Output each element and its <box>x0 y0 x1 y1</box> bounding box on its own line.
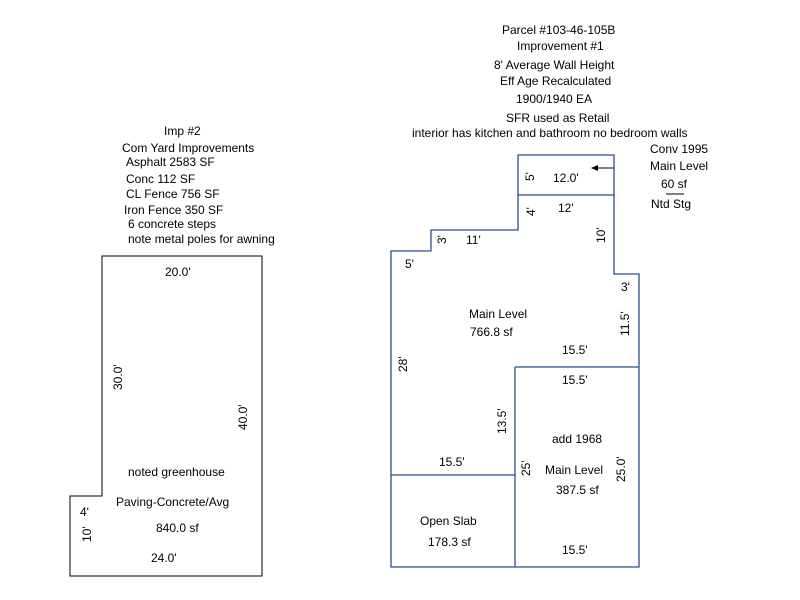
dim-step-a: 4' <box>524 207 538 216</box>
imp1-header-line: Parcel #103-46-105B <box>502 23 615 37</box>
imp1-outline <box>390 154 640 568</box>
imp2-area-size: 840.0 sf <box>156 521 199 535</box>
imp2-dim-step: 4' <box>80 505 89 519</box>
addition-label: Main Level <box>545 463 603 477</box>
imp2-dim-bottom: 24.0' <box>151 551 177 565</box>
improvement-1: Parcel #103-46-105B Improvement #1 8' Av… <box>390 23 708 568</box>
dim-step-b: 12' <box>558 201 574 215</box>
imp2-outline <box>69 255 263 577</box>
imp1-header-line: Improvement #1 <box>517 39 604 53</box>
imp2-title: Imp #2 <box>164 124 201 138</box>
dim-add-left-upper: 13.5' <box>495 408 509 434</box>
imp2-note: Asphalt 2583 SF <box>126 155 215 169</box>
callout-note: Ntd Stg <box>651 197 691 211</box>
imp2-dim-right: 40.0' <box>236 404 250 430</box>
imp1-header-line: interior has kitchen and bathroom no bed… <box>412 126 687 140</box>
slab-size: 178.3 sf <box>428 535 471 549</box>
addition-year: add 1968 <box>552 432 602 446</box>
dim-main-bottom-right: 15.5' <box>562 343 588 357</box>
improvement-2: Imp #2 Com Yard Improvements Asphalt 258… <box>69 124 275 577</box>
dim-left-main: 28' <box>396 356 410 372</box>
dim-add-top: 15.5' <box>562 373 588 387</box>
imp2-note: Com Yard Improvements <box>122 141 254 155</box>
dim-add-bottom: 15.5' <box>562 543 588 557</box>
dim-slab-top: 15.5' <box>439 455 465 469</box>
dim-step-e: 5' <box>405 257 414 271</box>
imp2-dim-left-lower: 10' <box>80 526 94 542</box>
imp2-dim-left-upper: 30.0' <box>111 364 125 390</box>
imp1-header-line: Eff Age Recalculated <box>500 74 611 88</box>
dim-add-right: 25.0' <box>614 456 628 482</box>
dim-add-left-lower: 25' <box>519 460 533 476</box>
imp2-dim-top: 20.0' <box>165 265 191 279</box>
imp1-header-line: 8' Average Wall Height <box>494 58 615 72</box>
main-level-size: 766.8 sf <box>470 325 513 339</box>
callout-level: Main Level <box>650 159 708 173</box>
dim-right-step: 3' <box>621 280 630 294</box>
imp1-header-line: 1900/1940 EA <box>516 92 592 106</box>
imp2-area-label: Paving-Concrete/Avg <box>116 495 229 509</box>
arrow-icon <box>591 165 598 171</box>
dim-right-mid: 11.5' <box>618 311 632 336</box>
slab-label: Open Slab <box>420 514 477 528</box>
imp2-note: CL Fence 756 SF <box>126 187 220 201</box>
imp2-note: 6 concrete steps <box>128 217 216 231</box>
bay-dim-left: 5' <box>523 172 537 181</box>
imp2-note: Conc 112 SF <box>126 172 195 186</box>
dim-step-c: 3' <box>435 235 449 244</box>
callout-size: 60 sf <box>661 177 688 191</box>
callout-year: Conv 1995 <box>650 142 708 156</box>
imp1-header-line: SFR used as Retail <box>506 111 609 125</box>
dim-right-upper: 10' <box>594 227 608 243</box>
imp2-note: note metal poles for awning <box>128 232 275 246</box>
imp2-note: Iron Fence 350 SF <box>124 203 223 217</box>
addition-size: 387.5 sf <box>556 483 599 497</box>
dim-step-d: 11' <box>466 233 481 247</box>
main-level-label: Main Level <box>469 307 527 321</box>
bay-dim-top: 12.0' <box>553 171 579 185</box>
imp2-area-note: noted greenhouse <box>128 465 225 479</box>
